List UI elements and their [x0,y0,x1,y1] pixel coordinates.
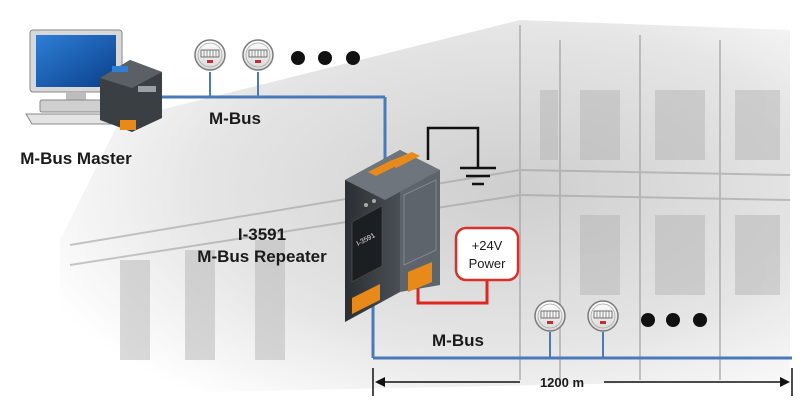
repeater-model-label: I-3591 [238,225,286,244]
bottom-bus-label: M-Bus [432,331,484,350]
power-label: Power [469,256,507,271]
repeater-name-label: M-Bus Repeater [197,247,327,266]
meter-icon-bottom-2 [587,300,619,332]
power-voltage: +24V [472,238,503,253]
ellipsis-dots-bottom [641,313,707,327]
master-label: M-Bus Master [20,149,132,168]
bottom-bus-line [371,300,792,360]
distance-dimension: 1200 m [372,368,793,396]
meter-icon-top-2 [242,39,274,71]
distance-label: 1200 m [540,375,584,390]
meter-icon-bottom-1 [534,300,566,332]
top-bus-label: M-Bus [209,109,261,128]
top-bus-line [162,72,387,160]
ellipsis-dots-top [291,51,360,65]
repeater-module-icon: I-3591 [345,150,440,322]
master-controller-icon [100,60,162,132]
ground-symbol [426,126,496,186]
meter-icon-top-1 [194,39,226,71]
power-box: +24V Power [454,226,520,282]
power-line [416,278,489,305]
